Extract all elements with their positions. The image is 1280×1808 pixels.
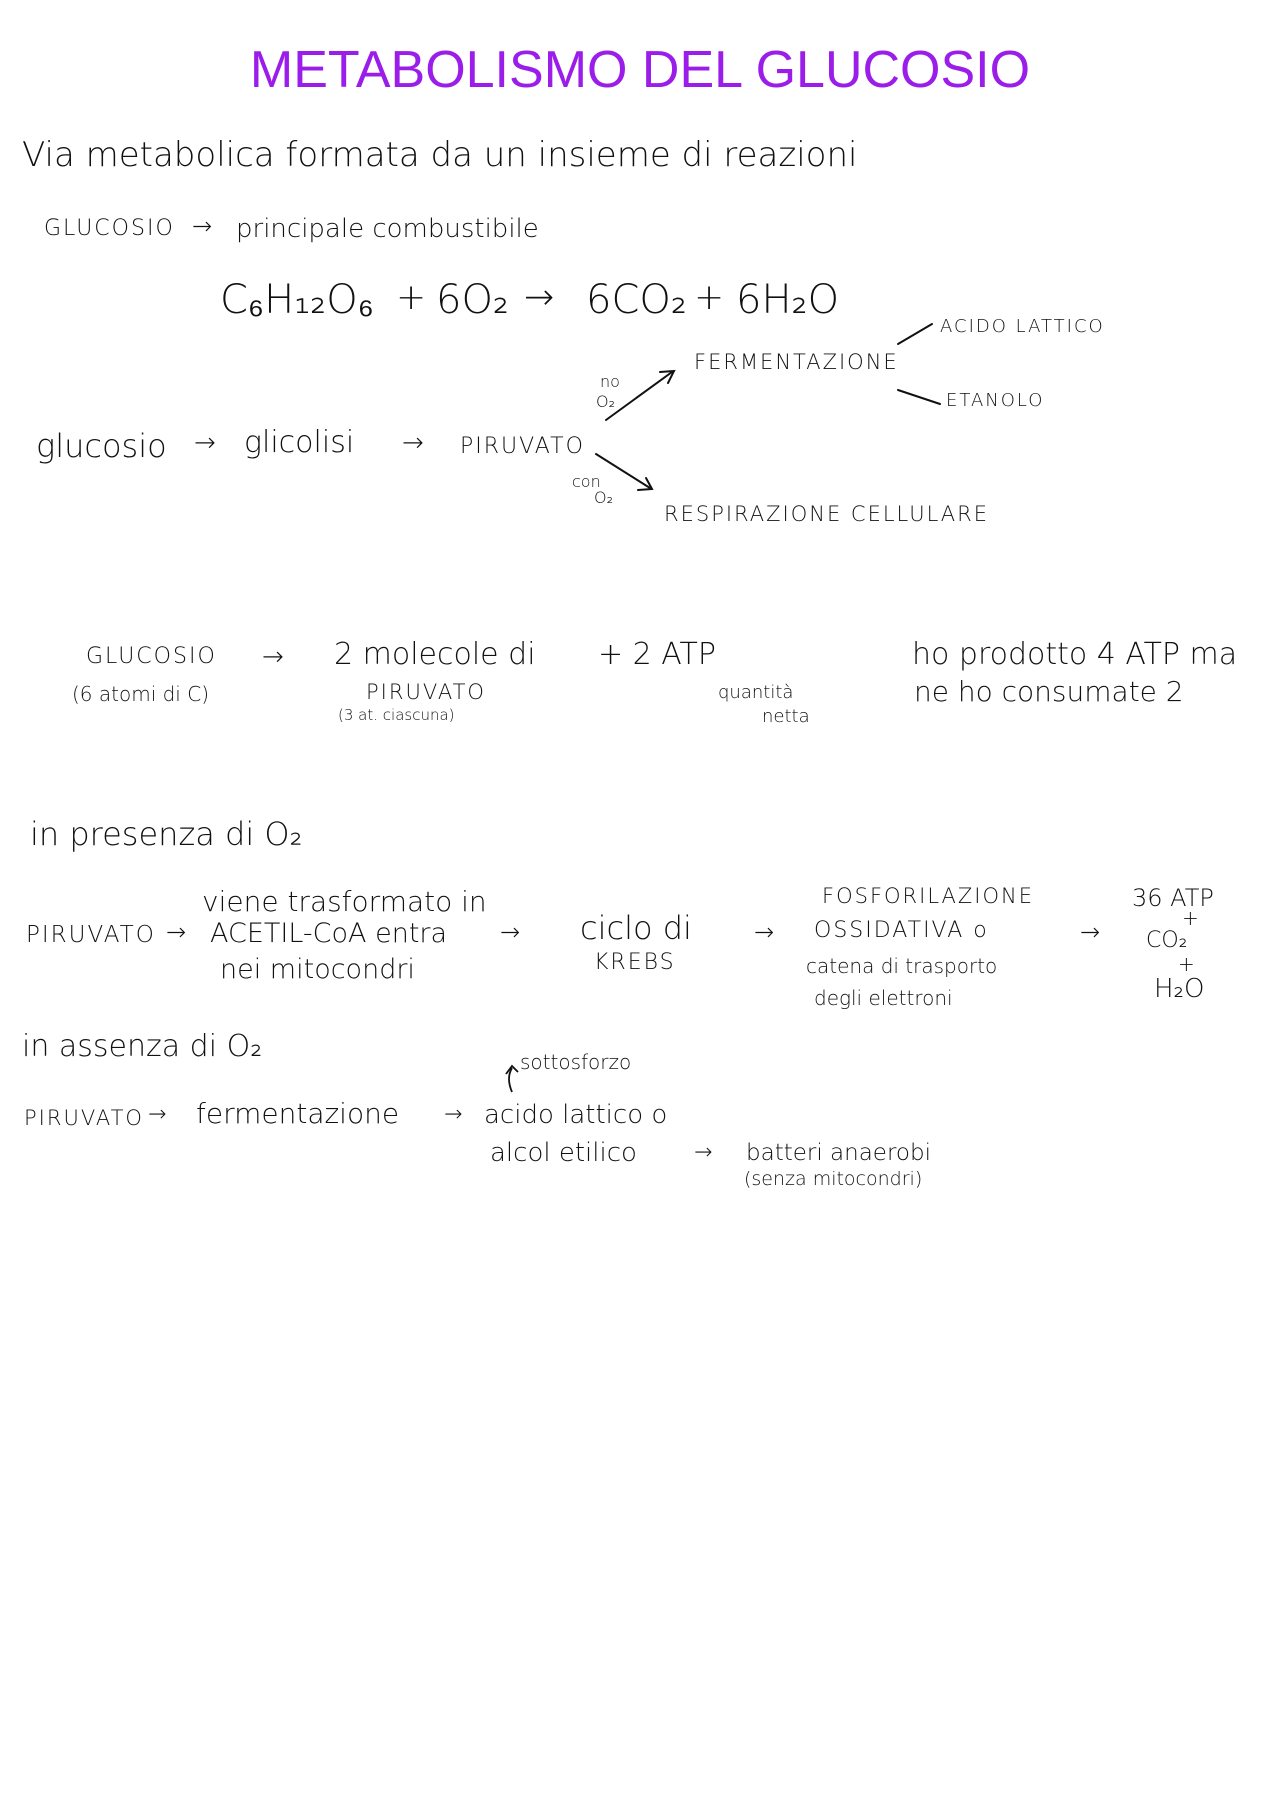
lactic-acid-label: ACIDO LATTICO: [940, 316, 1105, 337]
result-plus: +: [1182, 906, 1199, 930]
arrow-icon: →: [524, 277, 555, 318]
with-oxygen-transform-line2: ACETIL-CoA entra: [210, 918, 448, 949]
atp-glucose-note: (6 atomi di C): [72, 682, 209, 706]
effort-pointer: [505, 1064, 519, 1093]
label-con: con: [572, 472, 601, 491]
phosphorylation-line2: OSSIDATIVA o: [814, 918, 989, 943]
equation-plus: +: [396, 277, 427, 318]
atp-glucose: GLUCOSIO: [86, 644, 217, 669]
arrow-icon: →: [500, 918, 521, 946]
with-oxygen-transform-line1: viene trasformato in: [202, 885, 487, 918]
equation-product-water: 6H₂O: [736, 277, 840, 323]
without-oxygen-pyruvate: PIRUVATO: [24, 1106, 144, 1130]
equation-reactant-glucose: C₆H₁₂O₆: [220, 277, 374, 323]
phosphorylation-line1: FOSFORILAZIONE: [822, 884, 1034, 908]
branch-line-lactic: [897, 323, 933, 345]
without-oxygen-product-line1: acido lattico o: [484, 1100, 668, 1130]
intro-text: Via metabolica formata da un insieme di …: [22, 135, 858, 175]
without-oxygen-product-line2: alcol etilico: [490, 1138, 637, 1168]
ethanol-label: ETANOLO: [946, 390, 1045, 411]
arrow-icon: →: [694, 1140, 713, 1165]
branch-line-ethanol: [897, 389, 941, 405]
branch-line-no-o2: [605, 371, 673, 421]
label-o2: O₂: [594, 488, 614, 507]
arrow-icon: →: [754, 918, 775, 946]
atp-note-line1: ho prodotto 4 ATP ma: [912, 637, 1238, 672]
atp-pyruvate-note: (3 at. ciascuna): [338, 706, 455, 724]
page-title: METABOLISMO DEL GLUCOSIO: [249, 41, 1031, 99]
atp-note-line2: ne ho consumate 2: [914, 675, 1184, 708]
equation-product-co2: 6CO₂: [586, 277, 687, 323]
result-plus: +: [1178, 952, 1195, 976]
result-co2: CO₂: [1146, 928, 1188, 953]
atp-net: + 2 ATP: [598, 637, 716, 672]
arrow-icon: →: [1080, 918, 1101, 946]
with-oxygen-pyruvate: PIRUVATO: [26, 922, 156, 948]
anaerobic-bacteria: batteri anaerobi: [746, 1140, 931, 1166]
equation-plus: +: [694, 277, 725, 318]
glucose-def-subject: GLUCOSIO: [44, 216, 175, 241]
pathway-product-pyruvate: PIRUVATO: [460, 434, 585, 459]
result-atp: 36 ATP: [1132, 884, 1214, 912]
arrow-head-icon: [659, 369, 676, 384]
anaerobic-bacteria-note: (senza mitocondri): [744, 1168, 923, 1190]
pathway-start: glucosio: [36, 427, 167, 465]
phosphorylation-line4: degli elettroni: [814, 986, 953, 1010]
phosphorylation-line3: catena di trasporto: [806, 954, 998, 978]
krebs-line1: ciclo di: [580, 909, 692, 947]
arrow-icon: →: [262, 642, 284, 672]
arrow-icon: →: [148, 1102, 167, 1127]
label-no: no: [600, 372, 620, 391]
glucose-def-text: principale combustibile: [236, 214, 539, 244]
arrow-icon: →: [444, 1102, 463, 1127]
cellular-respiration-label: RESPIRAZIONE CELLULARE: [664, 502, 989, 526]
equation-reactant-oxygen: 6O₂: [436, 277, 509, 323]
atp-pyruvate: PIRUVATO: [366, 680, 486, 704]
atp-net-label-quantity: quantità: [718, 682, 794, 703]
result-water: H₂O: [1154, 974, 1205, 1004]
atp-net-label-net: netta: [762, 706, 810, 727]
with-oxygen-transform-line3: nei mitocondri: [220, 954, 415, 985]
arrow-icon: →: [166, 918, 187, 946]
krebs-line2: KREBS: [594, 950, 676, 975]
branch-line-with-o2: [595, 453, 651, 489]
pathway-step-glycolysis: glicolisi: [244, 425, 355, 460]
with-oxygen-heading: in presenza di O₂: [30, 815, 303, 853]
arrow-icon: →: [402, 428, 424, 458]
pathway-branch-lines: [595, 323, 941, 491]
label-o2: O₂: [596, 392, 616, 411]
atp-molecules: 2 molecole di: [334, 637, 536, 672]
arrow-icon: →: [194, 428, 216, 458]
fermentation-label: FERMENTAZIONE: [694, 350, 899, 374]
arrow-head-icon: [637, 477, 654, 491]
without-oxygen-fermentation: fermentazione: [196, 1097, 400, 1130]
arrow-icon: →: [192, 212, 213, 240]
without-oxygen-heading: in assenza di O₂: [22, 1029, 263, 1064]
without-oxygen-note: sottosforzo: [520, 1050, 632, 1074]
